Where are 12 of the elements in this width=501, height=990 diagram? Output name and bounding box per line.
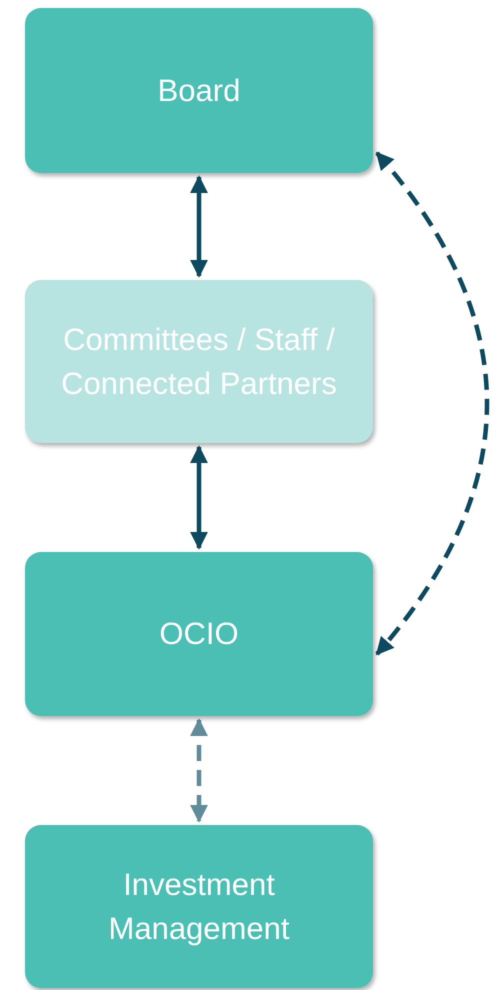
box-label: OCIO (159, 615, 239, 654)
double-arrow (190, 175, 208, 278)
double-arrow (190, 718, 208, 823)
process-box (25, 552, 373, 716)
box-label: Investment Management (108, 866, 290, 948)
process-box (25, 8, 373, 173)
double-arrow (190, 445, 208, 550)
box-label: Committees / Staff / Connected Partners (60, 321, 338, 402)
double-arrow (375, 152, 490, 656)
process-box (25, 280, 373, 443)
box-label: Board (158, 72, 240, 110)
process-box (25, 825, 373, 988)
